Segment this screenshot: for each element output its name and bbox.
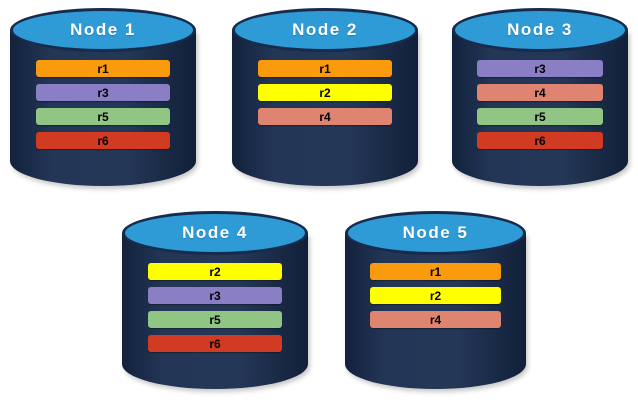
record-label: r1 (429, 264, 442, 279)
record-bar[interactable]: r5 (148, 311, 282, 328)
record-label: r4 (534, 85, 546, 100)
record-label: r4 (429, 312, 442, 327)
record-label: r6 (534, 133, 546, 148)
record-list: r1 r2 r4 (232, 60, 418, 125)
record-label: r6 (97, 133, 109, 148)
node-label: Node 5 (402, 223, 469, 242)
record-label: r3 (97, 85, 109, 100)
record-bar[interactable]: r6 (36, 132, 170, 149)
node-label: Node 4 (182, 223, 248, 242)
record-label: r3 (209, 288, 221, 303)
record-bar[interactable]: r3 (476, 60, 604, 77)
cylinder-top-ellipse: Node 4 (122, 211, 308, 255)
record-label: r5 (97, 109, 109, 124)
cylinder-top-ellipse: Node 2 (232, 8, 418, 52)
cylinder-top-ellipse: Node 5 (345, 211, 526, 255)
record-label: r2 (429, 288, 442, 303)
record-label: r4 (319, 109, 331, 124)
node-label: Node 2 (292, 20, 358, 39)
record-label: r5 (534, 109, 546, 124)
record-bar[interactable]: r4 (476, 84, 604, 101)
record-bar[interactable]: r2 (258, 84, 392, 101)
cylinder-top-ellipse: Node 3 (452, 8, 628, 52)
node-label: Node 3 (507, 20, 573, 39)
record-label: r1 (319, 61, 331, 76)
record-bar[interactable]: r1 (258, 60, 392, 77)
record-list: r2 r3 r5 r6 (122, 263, 308, 352)
record-list: r3 r4 r5 r6 (452, 60, 628, 149)
record-label: r2 (209, 264, 221, 279)
record-bar[interactable]: r4 (258, 108, 392, 125)
record-label: r1 (97, 61, 109, 76)
record-bar[interactable]: r5 (476, 108, 604, 125)
record-bar[interactable]: r3 (148, 287, 282, 304)
record-bar[interactable]: r5 (36, 108, 170, 125)
record-label: r6 (209, 336, 221, 351)
record-label: r3 (534, 61, 546, 76)
record-list: r1 r2 r4 (345, 263, 526, 328)
record-bar[interactable]: r6 (148, 335, 282, 352)
record-bar[interactable]: r1 (370, 263, 501, 280)
record-bar[interactable]: r6 (476, 132, 604, 149)
record-list: r1 r3 r5 r6 (10, 60, 196, 149)
database-node[interactable]: Node 5 r1 r2 r4 (345, 211, 526, 389)
database-node[interactable]: Node 2 r1 r2 r4 (232, 8, 418, 186)
record-label: r5 (209, 312, 221, 327)
record-bar[interactable]: r2 (148, 263, 282, 280)
record-bar[interactable]: r2 (370, 287, 501, 304)
record-label: r2 (319, 85, 331, 100)
record-bar[interactable]: r1 (36, 60, 170, 77)
database-node[interactable]: Node 1 r1 r3 r5 r6 (10, 8, 196, 186)
database-node[interactable]: Node 4 r2 r3 r5 r6 (122, 211, 308, 389)
database-node[interactable]: Node 3 r3 r4 r5 r6 (452, 8, 628, 186)
record-bar[interactable]: r3 (36, 84, 170, 101)
cylinder-top-ellipse: Node 1 (10, 8, 196, 52)
node-label: Node 1 (70, 20, 136, 39)
record-bar[interactable]: r4 (370, 311, 501, 328)
